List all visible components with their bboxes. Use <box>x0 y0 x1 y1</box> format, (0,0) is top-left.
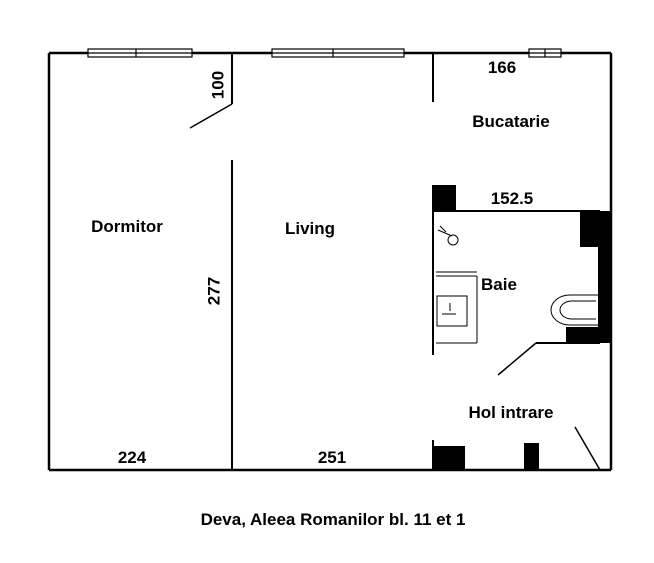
windows <box>87 48 562 58</box>
caption: Deva, Aleea Romanilor bl. 11 et 1 <box>201 510 466 529</box>
bath-fixtures <box>436 225 598 344</box>
dimension-166: 166 <box>488 58 516 77</box>
door-dormitor <box>189 103 233 129</box>
block-baie-right-wall <box>598 211 611 343</box>
wall-blocks <box>433 185 611 470</box>
dimension-224: 224 <box>118 448 147 467</box>
room-label-dormitor: Dormitor <box>91 217 163 236</box>
room-label-living: Living <box>285 219 335 238</box>
dimension-152-5: 152.5 <box>491 189 534 208</box>
door-baie <box>497 342 537 376</box>
block-hol-left <box>433 446 465 470</box>
toilet-icon <box>550 294 598 326</box>
shower-icon <box>447 234 459 246</box>
block-hol-right <box>524 443 539 470</box>
room-label-hol-intrare: Hol intrare <box>468 403 553 422</box>
doors <box>189 103 601 471</box>
block-baie-bottom-right <box>566 327 611 343</box>
door-entrance <box>574 426 601 471</box>
room-label-baie: Baie <box>481 275 517 294</box>
sink-icon <box>436 295 468 327</box>
block-kitchen-corner <box>433 185 456 211</box>
dimension-100: 100 <box>208 71 227 99</box>
dimension-251: 251 <box>318 448 346 467</box>
dimension-277: 277 <box>204 277 223 305</box>
room-label-bucatarie: Bucatarie <box>472 112 549 131</box>
